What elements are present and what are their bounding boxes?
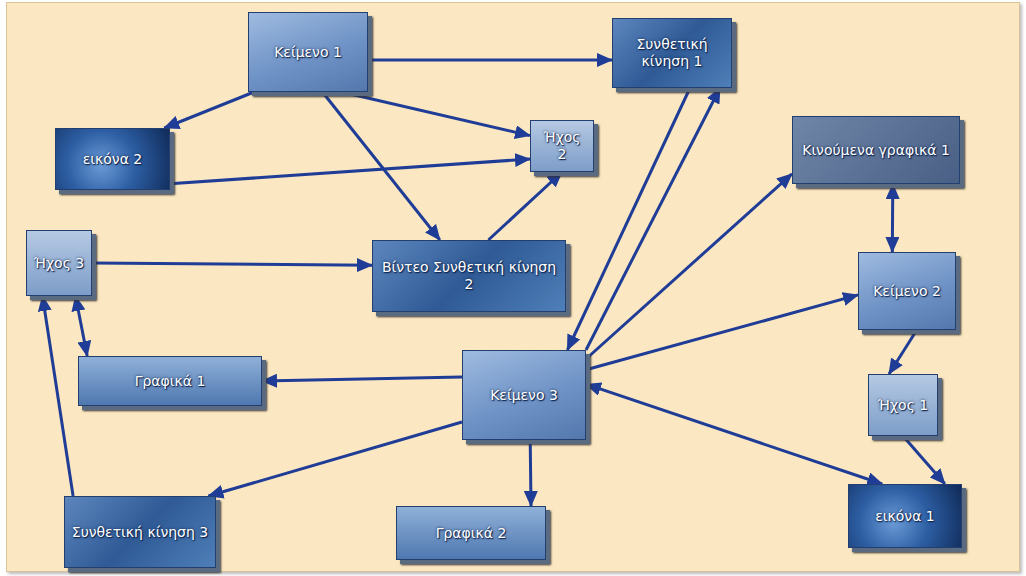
arrow-connector <box>586 88 720 350</box>
text-box: Κείμενο 3 <box>462 350 586 440</box>
arrow-connector <box>891 184 895 252</box>
arrow-connector <box>164 92 254 128</box>
node-label: Ήχος 3 <box>28 251 90 276</box>
arrow-connector <box>342 92 530 136</box>
sound-box: Ήχος 2 <box>530 120 594 172</box>
arrow-connector <box>262 377 462 381</box>
arrow-connector <box>586 295 858 370</box>
arrow-connector <box>903 436 945 484</box>
motion-box: Συνθετική κίνηση 3 <box>64 496 216 568</box>
video-box: Βίντεο Συνθετική κίνηση 2 <box>372 240 566 312</box>
arrow-connector <box>76 296 88 356</box>
node-label: Συνθετική κίνηση 3 <box>66 520 214 545</box>
text-box: Κείμενο 2 <box>858 252 956 330</box>
node-label: Βίντεο Συνθετική κίνηση 2 <box>373 255 565 297</box>
node-label: Γραφικά 1 <box>129 369 212 394</box>
node-label: Κείμενο 3 <box>484 383 564 408</box>
image-box: εικόνα 1 <box>848 484 962 548</box>
arrow-connector <box>586 384 882 484</box>
node-label: Κείμενο 1 <box>268 40 348 65</box>
arrow-connector <box>92 263 372 265</box>
node-label: εικόνα 2 <box>77 147 149 172</box>
graphics-box: Γραφικά 1 <box>78 356 262 406</box>
arrow-connector <box>889 330 917 374</box>
node-label: εικόνα 1 <box>869 504 941 529</box>
motion-box: Συνθετική κίνηση 1 <box>612 18 732 88</box>
arrow-connector <box>43 296 74 496</box>
arrow-connector <box>529 440 533 506</box>
animation-box: Κινούμενα γραφικά 1 <box>792 116 960 184</box>
graphics-box: Γραφικά 2 <box>396 506 546 560</box>
arrow-connector <box>368 59 612 62</box>
arrow-connector <box>488 172 562 240</box>
node-label: Ήχος 1 <box>872 393 934 418</box>
arrow-connector <box>170 159 530 184</box>
node-label: Ήχος 2 <box>531 125 593 167</box>
node-label: Συνθετική κίνηση 1 <box>613 32 731 74</box>
node-label: Κινούμενα γραφικά 1 <box>796 138 956 163</box>
sound-box: Ήχος 3 <box>26 230 92 296</box>
sound-box: Ήχος 1 <box>868 374 938 436</box>
node-label: Γραφικά 2 <box>430 521 513 546</box>
node-label: Κείμενο 2 <box>867 279 947 304</box>
arrow-connector <box>208 422 462 496</box>
image-box: εικόνα 2 <box>55 128 170 190</box>
arrow-connector <box>586 174 792 359</box>
text-box: Κείμενο 1 <box>248 12 368 92</box>
